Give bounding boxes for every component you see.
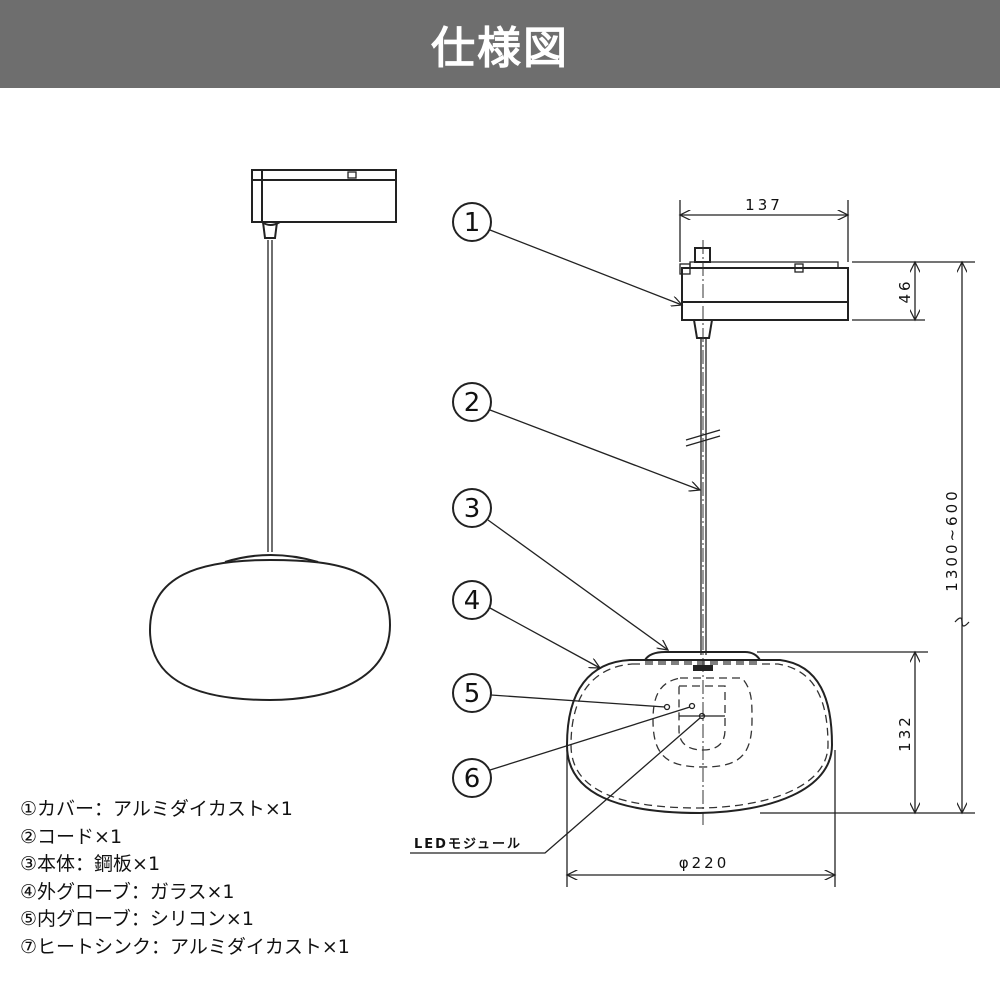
parts-list-item: ⑦ヒートシンク：アルミダイカスト×1 xyxy=(20,935,350,958)
parts-list-item: ②コード×1 xyxy=(20,825,123,848)
track-adapter xyxy=(681,267,849,321)
heat-sink xyxy=(678,685,726,751)
lamp-perspective-view xyxy=(148,169,397,702)
parts-list-item: ③本体：鋼板×1 xyxy=(20,853,161,875)
led-module-label: LEDモジュール xyxy=(414,837,522,852)
inner-globe xyxy=(652,677,753,768)
callout-4: 4 xyxy=(464,586,481,616)
track-adapter xyxy=(251,169,397,223)
outer-globe xyxy=(148,558,392,702)
callout-3: 3 xyxy=(464,494,481,524)
callout-1: 1 xyxy=(464,208,481,238)
parts-list: ①カバー：アルミダイカスト×1 ②コード×1 ③本体：鋼板×1 ④外グローブ：ガ… xyxy=(20,796,350,961)
dim-globe-height: 132 xyxy=(896,714,914,752)
cord-clamp xyxy=(261,221,279,239)
dim-globe-diameter: φ220 xyxy=(679,854,730,872)
parts-list-item: ④外グローブ：ガラス×1 xyxy=(20,880,235,903)
dimension-lines: 137 46 1300~600 132 φ220 xyxy=(567,196,975,887)
lamp-technical-drawing xyxy=(565,240,849,825)
parts-list-item: ①カバー：アルミダイカスト×1 xyxy=(20,798,293,820)
outer-globe xyxy=(565,659,834,815)
parts-list-item: ⑤内グローブ：シリコン×1 xyxy=(20,908,254,930)
body-cap xyxy=(643,651,762,661)
header-bar: 仕様図 xyxy=(0,0,1000,88)
body-cap xyxy=(224,554,319,563)
callout-2: 2 xyxy=(464,388,481,418)
dim-adapter-width: 137 xyxy=(745,196,783,214)
page-title: 仕様図 xyxy=(431,23,569,74)
callout-5: 5 xyxy=(464,679,481,709)
callouts: 1 2 3 4 5 6 LEDモジュール xyxy=(410,202,700,854)
callout-6: 6 xyxy=(464,764,481,794)
dim-adapter-height: 46 xyxy=(896,278,914,303)
dim-total-height: 1300~600 xyxy=(943,488,961,591)
